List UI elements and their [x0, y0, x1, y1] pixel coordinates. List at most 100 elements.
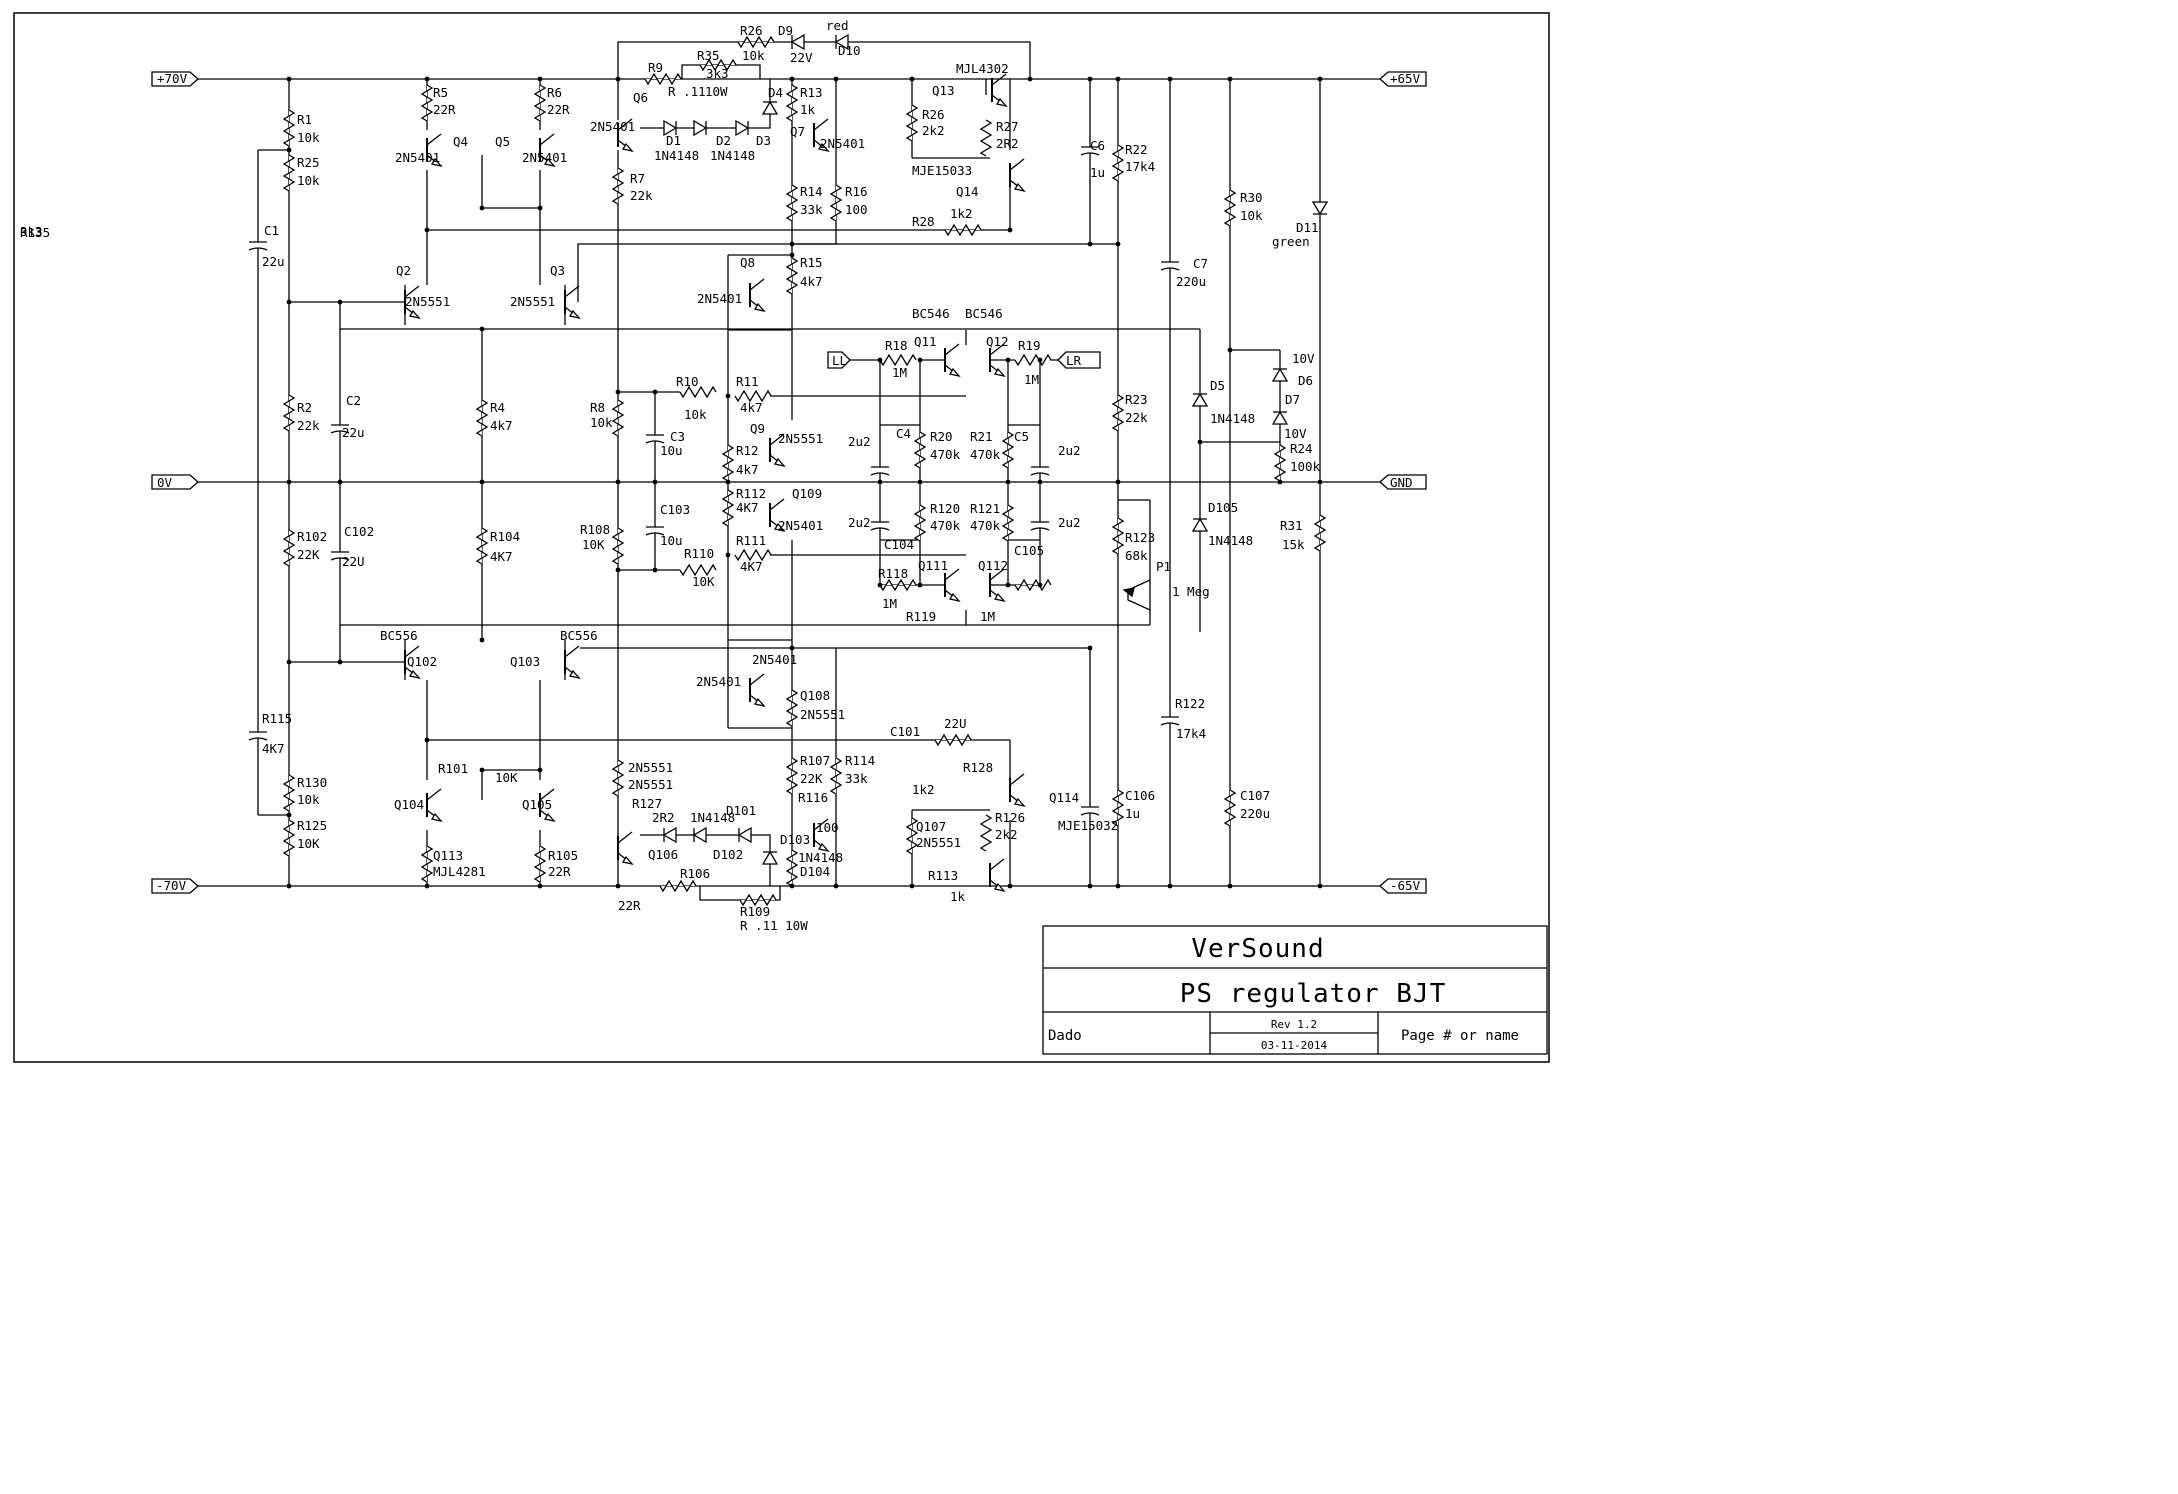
junction-dot [1115, 479, 1121, 485]
component-label: 1k [950, 889, 966, 904]
port-0v-label: 0V [157, 475, 173, 490]
junction-dot [1167, 76, 1173, 82]
component-label: Q111 [918, 558, 948, 573]
component-label: C6 [1090, 138, 1105, 153]
port-gnd-label: GND [1390, 475, 1413, 490]
component-label: 2k2 [922, 123, 945, 138]
r14-resistor [785, 184, 799, 222]
component-label: 10K [495, 770, 518, 785]
r102-resistor [282, 529, 296, 567]
r25-resistor [282, 154, 296, 192]
q106-transistor-collector [617, 831, 633, 844]
p1-wiper [1127, 579, 1151, 611]
component-label: 2N5401 [696, 674, 741, 689]
component-label: 10u [660, 443, 683, 458]
q112-transistor-arrow [993, 592, 1006, 603]
c102-capacitor-gap [330, 552, 350, 558]
r106-resistor [533, 845, 547, 883]
junction-dot [286, 147, 292, 153]
c3-capacitor-gap [645, 435, 665, 441]
component-label: 4K7 [262, 741, 285, 756]
component-label: 3k3 [20, 224, 43, 239]
component-label: R127 [632, 796, 662, 811]
q8-transistor-arrow [753, 302, 766, 313]
schematic-components [248, 33, 1329, 907]
r113-resistor [785, 849, 799, 887]
component-label: C103 [660, 502, 690, 517]
component-label: R12 [736, 443, 759, 458]
component-label: 33k [845, 771, 868, 786]
port-plus65v-label: +65V [1390, 71, 1421, 86]
component-label: 2N5401 [395, 150, 440, 165]
junction-dot [286, 299, 292, 305]
junction-dot [789, 241, 795, 247]
q14-transistor-arrow [1013, 182, 1026, 193]
component-label: R112 [736, 486, 766, 501]
q7-transistor-collector [813, 118, 829, 131]
component-label: 2N5551 [510, 294, 555, 309]
r23-resistor [1111, 394, 1125, 432]
junction-dot [789, 883, 795, 889]
component-label: 470k [970, 518, 1001, 533]
r135-resistor [739, 893, 777, 907]
r120-resistor [913, 504, 927, 542]
component-label: 33k [800, 202, 823, 217]
component-label: D101 [726, 803, 756, 818]
q2-transistor-arrow [408, 309, 421, 320]
component-label: Q6 [633, 90, 648, 105]
component-label: 10k [297, 173, 320, 188]
component-label: R21 [970, 429, 993, 444]
component-label: 17k4 [1125, 159, 1155, 174]
q12-transistor-arrow [993, 367, 1006, 378]
junction-dot [1227, 883, 1233, 889]
component-label: D9 [778, 23, 793, 38]
component-label: 10k [590, 415, 613, 430]
d1-diode [663, 119, 678, 137]
port-plus65v: +65V [1379, 71, 1427, 87]
q6-transistor-collector [617, 118, 633, 131]
q7-transistor-arrow [817, 142, 830, 153]
r8-resistor [611, 399, 625, 437]
author-name: Dado [1048, 1028, 1082, 1044]
component-label: D3 [756, 133, 771, 148]
port-0v: 0V [151, 474, 199, 490]
junction-dot [1115, 883, 1121, 889]
component-label: 2u2 [1058, 443, 1081, 458]
title-block: VerSound PS regulator BJT Dado Rev 1.2 0… [1042, 925, 1548, 1055]
junction-dot [652, 389, 658, 395]
component-label: Q8 [740, 255, 755, 270]
junction-dot [424, 76, 430, 82]
junction-dot [286, 479, 292, 485]
component-label: 470k [930, 447, 961, 462]
r107-resistor [611, 759, 625, 797]
junction-dot [537, 76, 543, 82]
port-lr: LR [1057, 351, 1101, 369]
c107-capacitor-plate-b [1160, 722, 1180, 726]
component-label: 2N5551 [628, 777, 673, 792]
r26-resistor [905, 104, 919, 142]
component-label: R113 [928, 868, 958, 883]
component-label: 2N5551 [916, 835, 961, 850]
component-label: R16 [845, 184, 868, 199]
c4-capacitor-plate-b [870, 472, 890, 476]
component-label: MJE15032 [1058, 818, 1118, 833]
component-label: 3k3 [706, 66, 729, 81]
component-label: R5 [433, 85, 448, 100]
schematic-wires [198, 41, 1380, 901]
q111-transistor-collector [944, 568, 960, 581]
q104-transistor-collector [426, 788, 442, 801]
d104-diode [761, 850, 779, 865]
component-label: R10 [676, 374, 699, 389]
component-label: Q7 [790, 124, 805, 139]
component-label: 4K7 [740, 559, 763, 574]
r12-resistor [721, 444, 735, 482]
c104-capacitor-plate-b [870, 527, 890, 531]
r19-resistor [1014, 353, 1052, 367]
component-label: 100 [816, 820, 839, 835]
q114-transistor-collector [1009, 773, 1025, 786]
junction-dot [1277, 479, 1283, 485]
schematic-sheet: R110kR2510kC122uR522RR622RQ4Q52N54012N54… [13, 12, 1550, 1063]
component-label: C1 [264, 223, 279, 238]
component-label: 100 [845, 202, 868, 217]
junction-dot [833, 883, 839, 889]
